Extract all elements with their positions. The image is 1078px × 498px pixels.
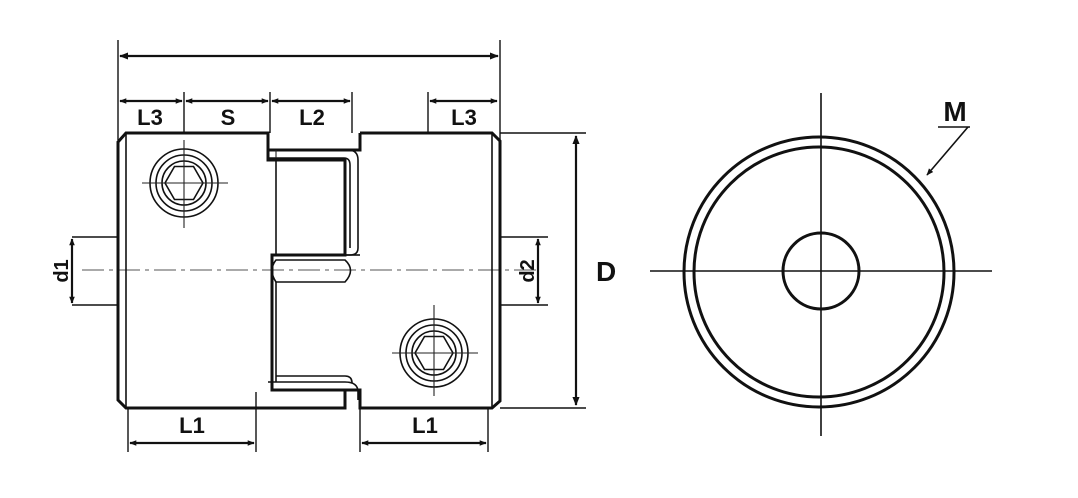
label-d1: d1 (51, 259, 73, 282)
outer-rim (682, 135, 956, 409)
label-l3-right: L3 (451, 105, 477, 130)
m-leader-line (926, 126, 969, 176)
spider-insert (268, 149, 360, 400)
label-d2: d2 (517, 259, 539, 282)
label-l2: L2 (299, 105, 325, 130)
set-screw-top-icon (142, 140, 228, 228)
inner-rim (692, 145, 946, 399)
side-view: L3 S L2 L3 L1 L1 d1 d2 D (51, 40, 616, 452)
end-view: M (650, 93, 992, 436)
label-l3-left: L3 (137, 105, 163, 130)
label-l1-right: L1 (412, 413, 438, 438)
label-l1-left: L1 (179, 413, 205, 438)
label-d-outer: D (596, 256, 616, 287)
label-s: S (221, 105, 236, 130)
set-screw-bottom-icon (392, 305, 478, 396)
label-m: M (943, 96, 966, 127)
